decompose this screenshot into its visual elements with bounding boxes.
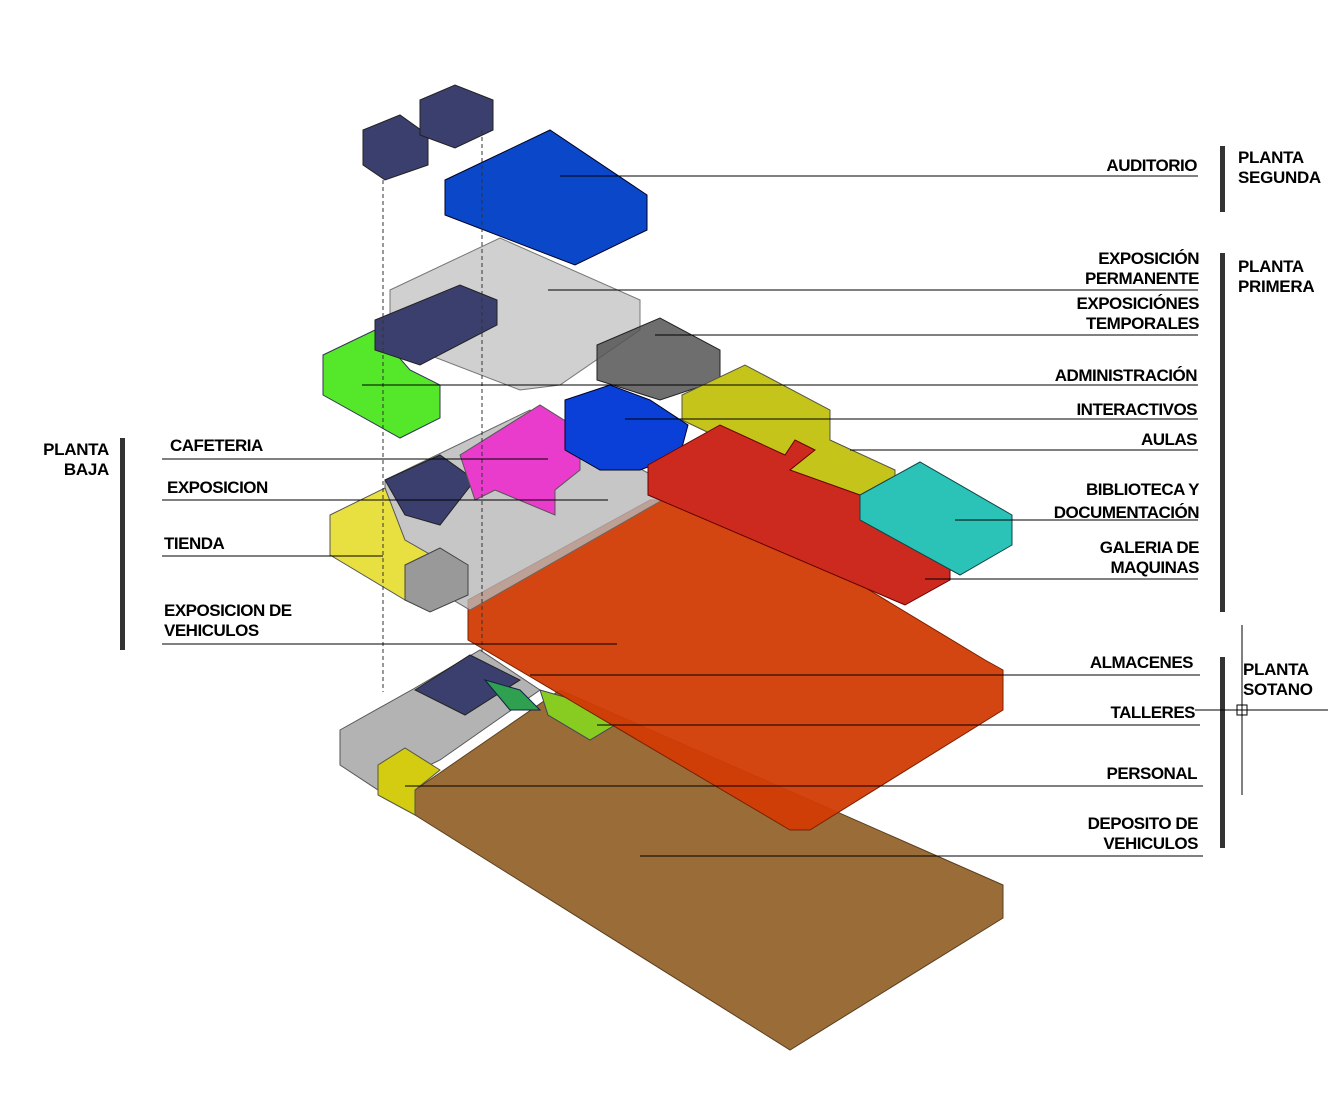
label-deposito: DEPOSITO DE VEHICULOS	[1087, 814, 1199, 853]
level-label-sotano: PLANTA SOTANO	[1243, 660, 1313, 699]
label-administracion: ADMINISTRACIÓN	[1054, 366, 1198, 385]
label-exposicion: EXPOSICION	[167, 478, 268, 497]
personal-block	[377, 747, 441, 816]
label-galeria: GALERIA DE MAQUINAS	[1099, 538, 1200, 577]
label-personal: PERSONAL	[1106, 764, 1198, 783]
level-bar-segunda	[1220, 146, 1225, 212]
label-exposicion-permanente: EXPOSICIÓN PERMANENTE	[1084, 249, 1200, 288]
tienda-gray-box	[404, 547, 469, 613]
level-bar-baja	[120, 438, 125, 650]
level-label-segunda: PLANTA SEGUNDA	[1238, 148, 1321, 187]
almacenes-green	[483, 679, 542, 711]
label-talleres: TALLERES	[1110, 703, 1196, 722]
level-label-baja: PLANTA BAJA	[43, 440, 109, 479]
biblioteca-block	[859, 461, 1013, 576]
stair-core-2	[419, 84, 494, 149]
label-auditorio: AUDITORIO	[1106, 156, 1197, 175]
label-exposicion-vehiculos: EXPOSICION DE VEHICULOS	[164, 601, 292, 640]
stair-core-1	[362, 114, 429, 181]
label-exposiciones-temporales: EXPOSICIÓNES TEMPORALES	[1076, 294, 1200, 333]
level-bar-sotano	[1220, 657, 1225, 848]
level-bar-primera	[1220, 253, 1225, 612]
galeria-block	[647, 424, 951, 606]
leader-lines	[162, 175, 1203, 857]
label-aulas: AULAS	[1140, 430, 1198, 449]
label-tienda: TIENDA	[164, 534, 225, 553]
label-cafeteria: CAFETERIA	[170, 436, 263, 455]
almacenes-stairs	[413, 654, 522, 716]
crosshair-cursor-icon	[1195, 625, 1328, 795]
auditorio-block	[444, 129, 648, 266]
label-almacenes: ALMACENES	[1089, 653, 1194, 672]
administracion-stairs	[374, 284, 498, 366]
label-biblioteca: BIBLIOTECA Y DOCUMENTACIÓN	[1053, 480, 1200, 522]
label-interactivos: INTERACTIVOS	[1076, 400, 1197, 419]
level-label-primera: PLANTA PRIMERA	[1238, 257, 1315, 296]
